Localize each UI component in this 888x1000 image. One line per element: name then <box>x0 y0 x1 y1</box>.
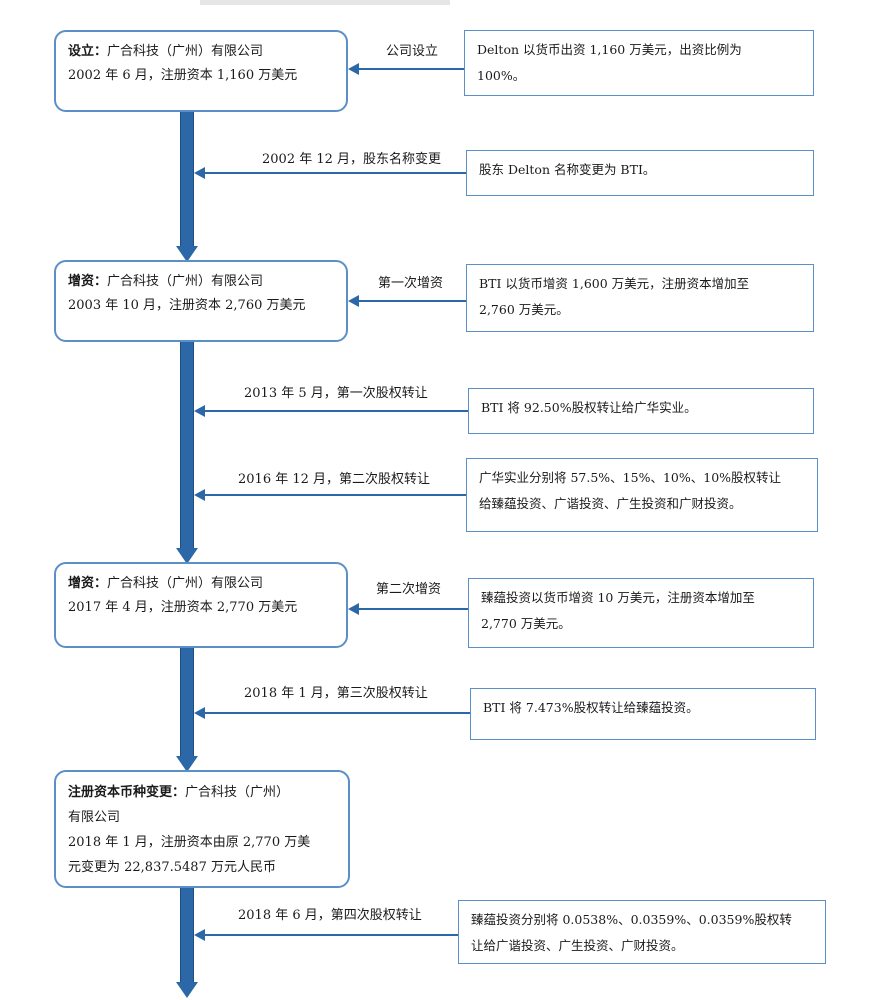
stage-detail: 2002 年 6 月，注册资本 1,160 万美元 <box>68 68 298 83</box>
stage-establishment: 设立：广合科技（广州）有限公司 2002 年 6 月，注册资本 1,160 万美… <box>54 30 348 112</box>
stage-title: 注册资本币种变更： <box>68 785 186 800</box>
event-arrow-tip <box>348 295 359 307</box>
event-arrow-shaft <box>204 712 470 714</box>
stage-capital-increase-1: 增资：广合科技（广州）有限公司 2003 年 10 月，注册资本 2,760 万… <box>54 260 348 342</box>
event-note: 广华实业分别将 57.5%、15%、10%、10%股权转让 给臻蕴投资、广谐投资… <box>466 458 818 532</box>
event-arrow-tip <box>348 63 359 75</box>
timeline-arrowhead-2 <box>176 548 198 564</box>
event-note: BTI 将 92.50%股权转让给广华实业。 <box>468 388 814 434</box>
event-note-line: 广华实业分别将 57.5%、15%、10%、10%股权转让 <box>479 470 782 485</box>
event-label: 2002 年 12 月，股东名称变更 <box>262 152 442 167</box>
timeline-arrowhead-4 <box>176 982 198 998</box>
timeline-arrowhead-1 <box>176 246 198 262</box>
event-note-line: Delton 以货币出资 1,160 万美元，出资比例为 <box>477 42 742 57</box>
stage-company-cont: 有限公司 <box>68 810 121 825</box>
event-note-line: 让给广谐投资、广生投资、广财投资。 <box>471 938 684 953</box>
event-arrow-tip <box>194 405 205 417</box>
event-arrow-tip <box>194 707 205 719</box>
event-arrow-shaft <box>204 410 468 412</box>
event-note-line: 股东 Delton 名称变更为 BTI。 <box>479 162 656 177</box>
event-note-line: 臻蕴投资分别将 0.0538%、0.0359%、0.0359%股权转 <box>471 912 792 927</box>
stage-detail: 2017 年 4 月，注册资本 2,770 万美元 <box>68 600 298 615</box>
event-note-line: BTI 将 7.473%股权转让给臻蕴投资。 <box>483 700 699 715</box>
stage-company: 广合科技（广州）有限公司 <box>107 274 264 289</box>
event-note: 臻蕴投资以货币增资 10 万美元，注册资本增加至 2,770 万美元。 <box>468 578 814 648</box>
stage-title: 设立： <box>68 44 108 59</box>
event-note-line: 100%。 <box>477 68 526 83</box>
event-label: 2016 年 12 月，第二次股权转让 <box>238 472 431 487</box>
event-note-line: 2,770 万美元。 <box>481 616 571 631</box>
event-note: 臻蕴投资分别将 0.0538%、0.0359%、0.0359%股权转 让给广谐投… <box>458 900 826 964</box>
event-note: BTI 将 7.473%股权转让给臻蕴投资。 <box>470 688 816 740</box>
cropped-top-text <box>200 0 450 5</box>
event-note: Delton 以货币出资 1,160 万美元，出资比例为 100%。 <box>464 30 814 96</box>
stage-detail-cont: 元变更为 22,837.5487 万元人民币 <box>68 860 276 875</box>
timeline-lane-3 <box>180 648 194 758</box>
event-note: BTI 以货币增资 1,600 万美元，注册资本增加至 2,760 万美元。 <box>466 264 814 332</box>
event-label: 公司设立 <box>386 44 439 59</box>
event-label: 2018 年 6 月，第四次股权转让 <box>238 908 422 923</box>
stage-title: 增资： <box>68 274 108 289</box>
event-arrow-tip <box>348 603 359 615</box>
event-arrow-shaft <box>204 172 466 174</box>
event-arrow-shaft <box>358 68 464 70</box>
event-arrow-shaft <box>358 608 468 610</box>
timeline-lane-4 <box>180 888 194 984</box>
event-note-line: 2,760 万美元。 <box>479 302 569 317</box>
event-note-line: 给臻蕴投资、广谐投资、广生投资和广财投资。 <box>479 496 742 511</box>
stage-currency-change: 注册资本币种变更：广合科技（广州） 有限公司 2018 年 1 月，注册资本由原… <box>54 770 350 888</box>
event-label: 第一次增资 <box>378 276 444 291</box>
event-arrow-shaft <box>204 934 458 936</box>
stage-detail: 2018 年 1 月，注册资本由原 2,770 万美 <box>68 835 311 850</box>
event-label: 第二次增资 <box>376 582 442 597</box>
event-label: 2018 年 1 月，第三次股权转让 <box>244 686 428 701</box>
stage-company: 广合科技（广州） <box>185 785 290 800</box>
event-arrow-tip <box>194 929 205 941</box>
stage-company: 广合科技（广州）有限公司 <box>107 44 264 59</box>
stage-detail: 2003 年 10 月，注册资本 2,760 万美元 <box>68 298 306 313</box>
event-arrow-shaft <box>358 300 466 302</box>
event-arrow-shaft <box>204 494 466 496</box>
event-arrow-tip <box>194 167 205 179</box>
stage-title: 增资： <box>68 576 108 591</box>
timeline-lane-2 <box>180 342 194 550</box>
timeline-arrowhead-3 <box>176 756 198 772</box>
event-note-line: BTI 以货币增资 1,600 万美元，注册资本增加至 <box>479 276 750 291</box>
event-arrow-tip <box>194 489 205 501</box>
event-note-line: BTI 将 92.50%股权转让给广华实业。 <box>481 400 697 415</box>
stage-company: 广合科技（广州）有限公司 <box>107 576 264 591</box>
event-note: 股东 Delton 名称变更为 BTI。 <box>466 150 814 196</box>
timeline-lane-1 <box>180 112 194 248</box>
event-label: 2013 年 5 月，第一次股权转让 <box>244 386 428 401</box>
event-note-line: 臻蕴投资以货币增资 10 万美元，注册资本增加至 <box>481 590 755 605</box>
stage-capital-increase-2: 增资：广合科技（广州）有限公司 2017 年 4 月，注册资本 2,770 万美… <box>54 562 348 648</box>
